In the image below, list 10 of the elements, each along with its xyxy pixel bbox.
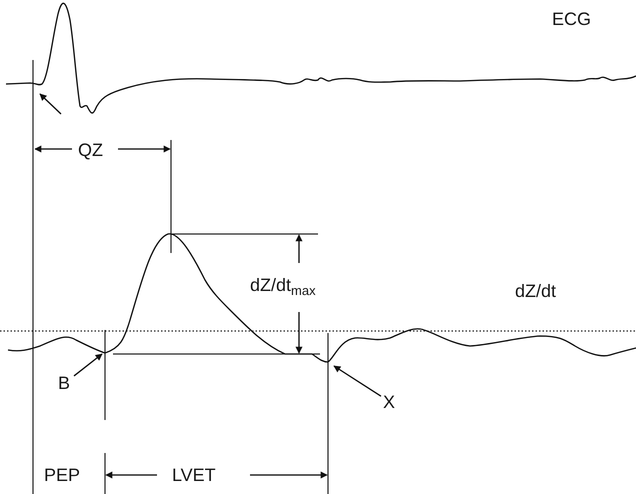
point-label: B — [58, 374, 70, 392]
leader-line — [74, 353, 103, 376]
label: dZ/dt — [515, 282, 556, 300]
point-label: X — [383, 393, 396, 411]
leader-line — [333, 365, 382, 397]
label: PEP — [44, 466, 80, 484]
label: dZ/dt$_{max}$ — [250, 276, 316, 297]
label: LVET — [172, 466, 216, 484]
label: ECG — [552, 10, 592, 28]
label: QZ — [78, 141, 103, 159]
